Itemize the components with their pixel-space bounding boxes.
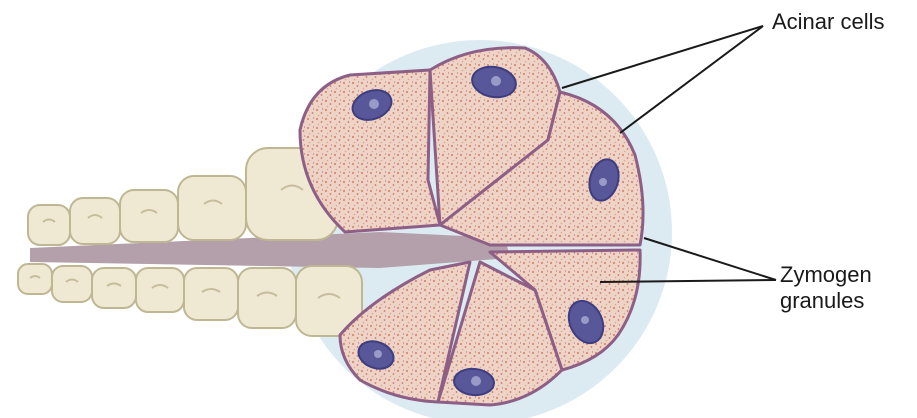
lower-duct-cells <box>18 264 362 336</box>
duct-cell <box>18 264 52 294</box>
acinar-leader-line <box>562 26 763 88</box>
acinar-leader-line <box>620 26 763 133</box>
duct-cell <box>52 266 92 302</box>
duct-cell <box>238 268 296 328</box>
duct-cell <box>28 205 70 245</box>
duct-cell <box>178 176 246 240</box>
duct-cell <box>120 190 178 242</box>
duct-cell <box>70 198 120 244</box>
acinar-cells-label: Acinar cells <box>772 9 884 35</box>
zymogen-label-line1: Zymogen <box>780 262 872 288</box>
duct-cell <box>184 268 238 320</box>
upper-duct-cells <box>28 148 338 245</box>
duct-cell <box>136 268 184 312</box>
duct-cell <box>92 268 136 308</box>
zymogen-label-line2: granules <box>780 288 872 314</box>
zymogen-granules-label: Zymogen granules <box>780 262 872 314</box>
